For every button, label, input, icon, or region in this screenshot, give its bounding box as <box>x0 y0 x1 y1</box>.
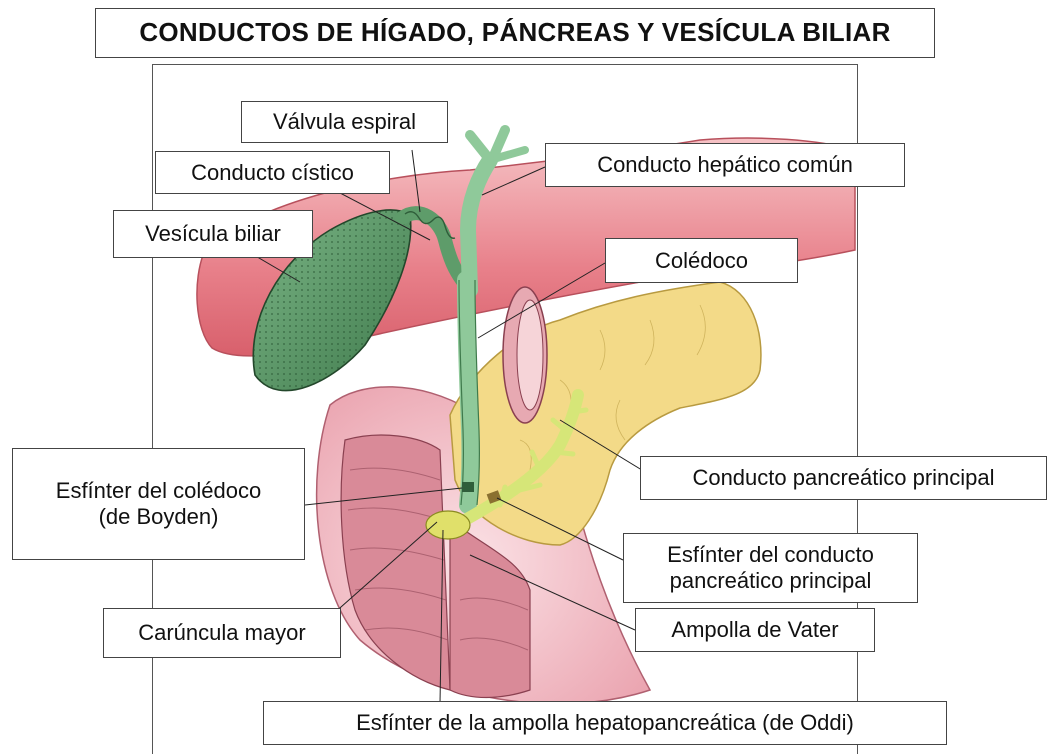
label-conducto-hepatico-comun: Conducto hepático común <box>545 143 905 187</box>
illustration-frame <box>152 64 858 754</box>
label-conducto-pancreatico-principal: Conducto pancreático principal <box>640 456 1047 500</box>
common-hepatic-duct <box>459 152 498 298</box>
label-valvula-espiral: Válvula espiral <box>241 101 448 143</box>
ampulla <box>425 510 471 540</box>
label-conducto-cistico: Conducto cístico <box>155 151 390 194</box>
label-vesicula-biliar: Vesícula biliar <box>113 210 313 258</box>
label-ampolla-vater: Ampolla de Vater <box>635 608 875 652</box>
label-esfinter-conducto-pancreatico: Esfínter del conducto pancreático princi… <box>623 533 918 603</box>
label-esfinter-coledoco: Esfínter del colédoco (de Boyden) <box>12 448 305 560</box>
label-esfinter-oddi: Esfínter de la ampolla hepatopancreática… <box>263 701 947 745</box>
label-coledoco: Colédoco <box>605 238 798 283</box>
common-bile-duct <box>457 271 480 514</box>
label-caruncula-mayor: Carúncula mayor <box>103 608 341 658</box>
cystic-duct <box>395 206 469 287</box>
diagram-title: CONDUCTOS DE HÍGADO, PÁNCREAS Y VESÍCULA… <box>95 8 935 58</box>
